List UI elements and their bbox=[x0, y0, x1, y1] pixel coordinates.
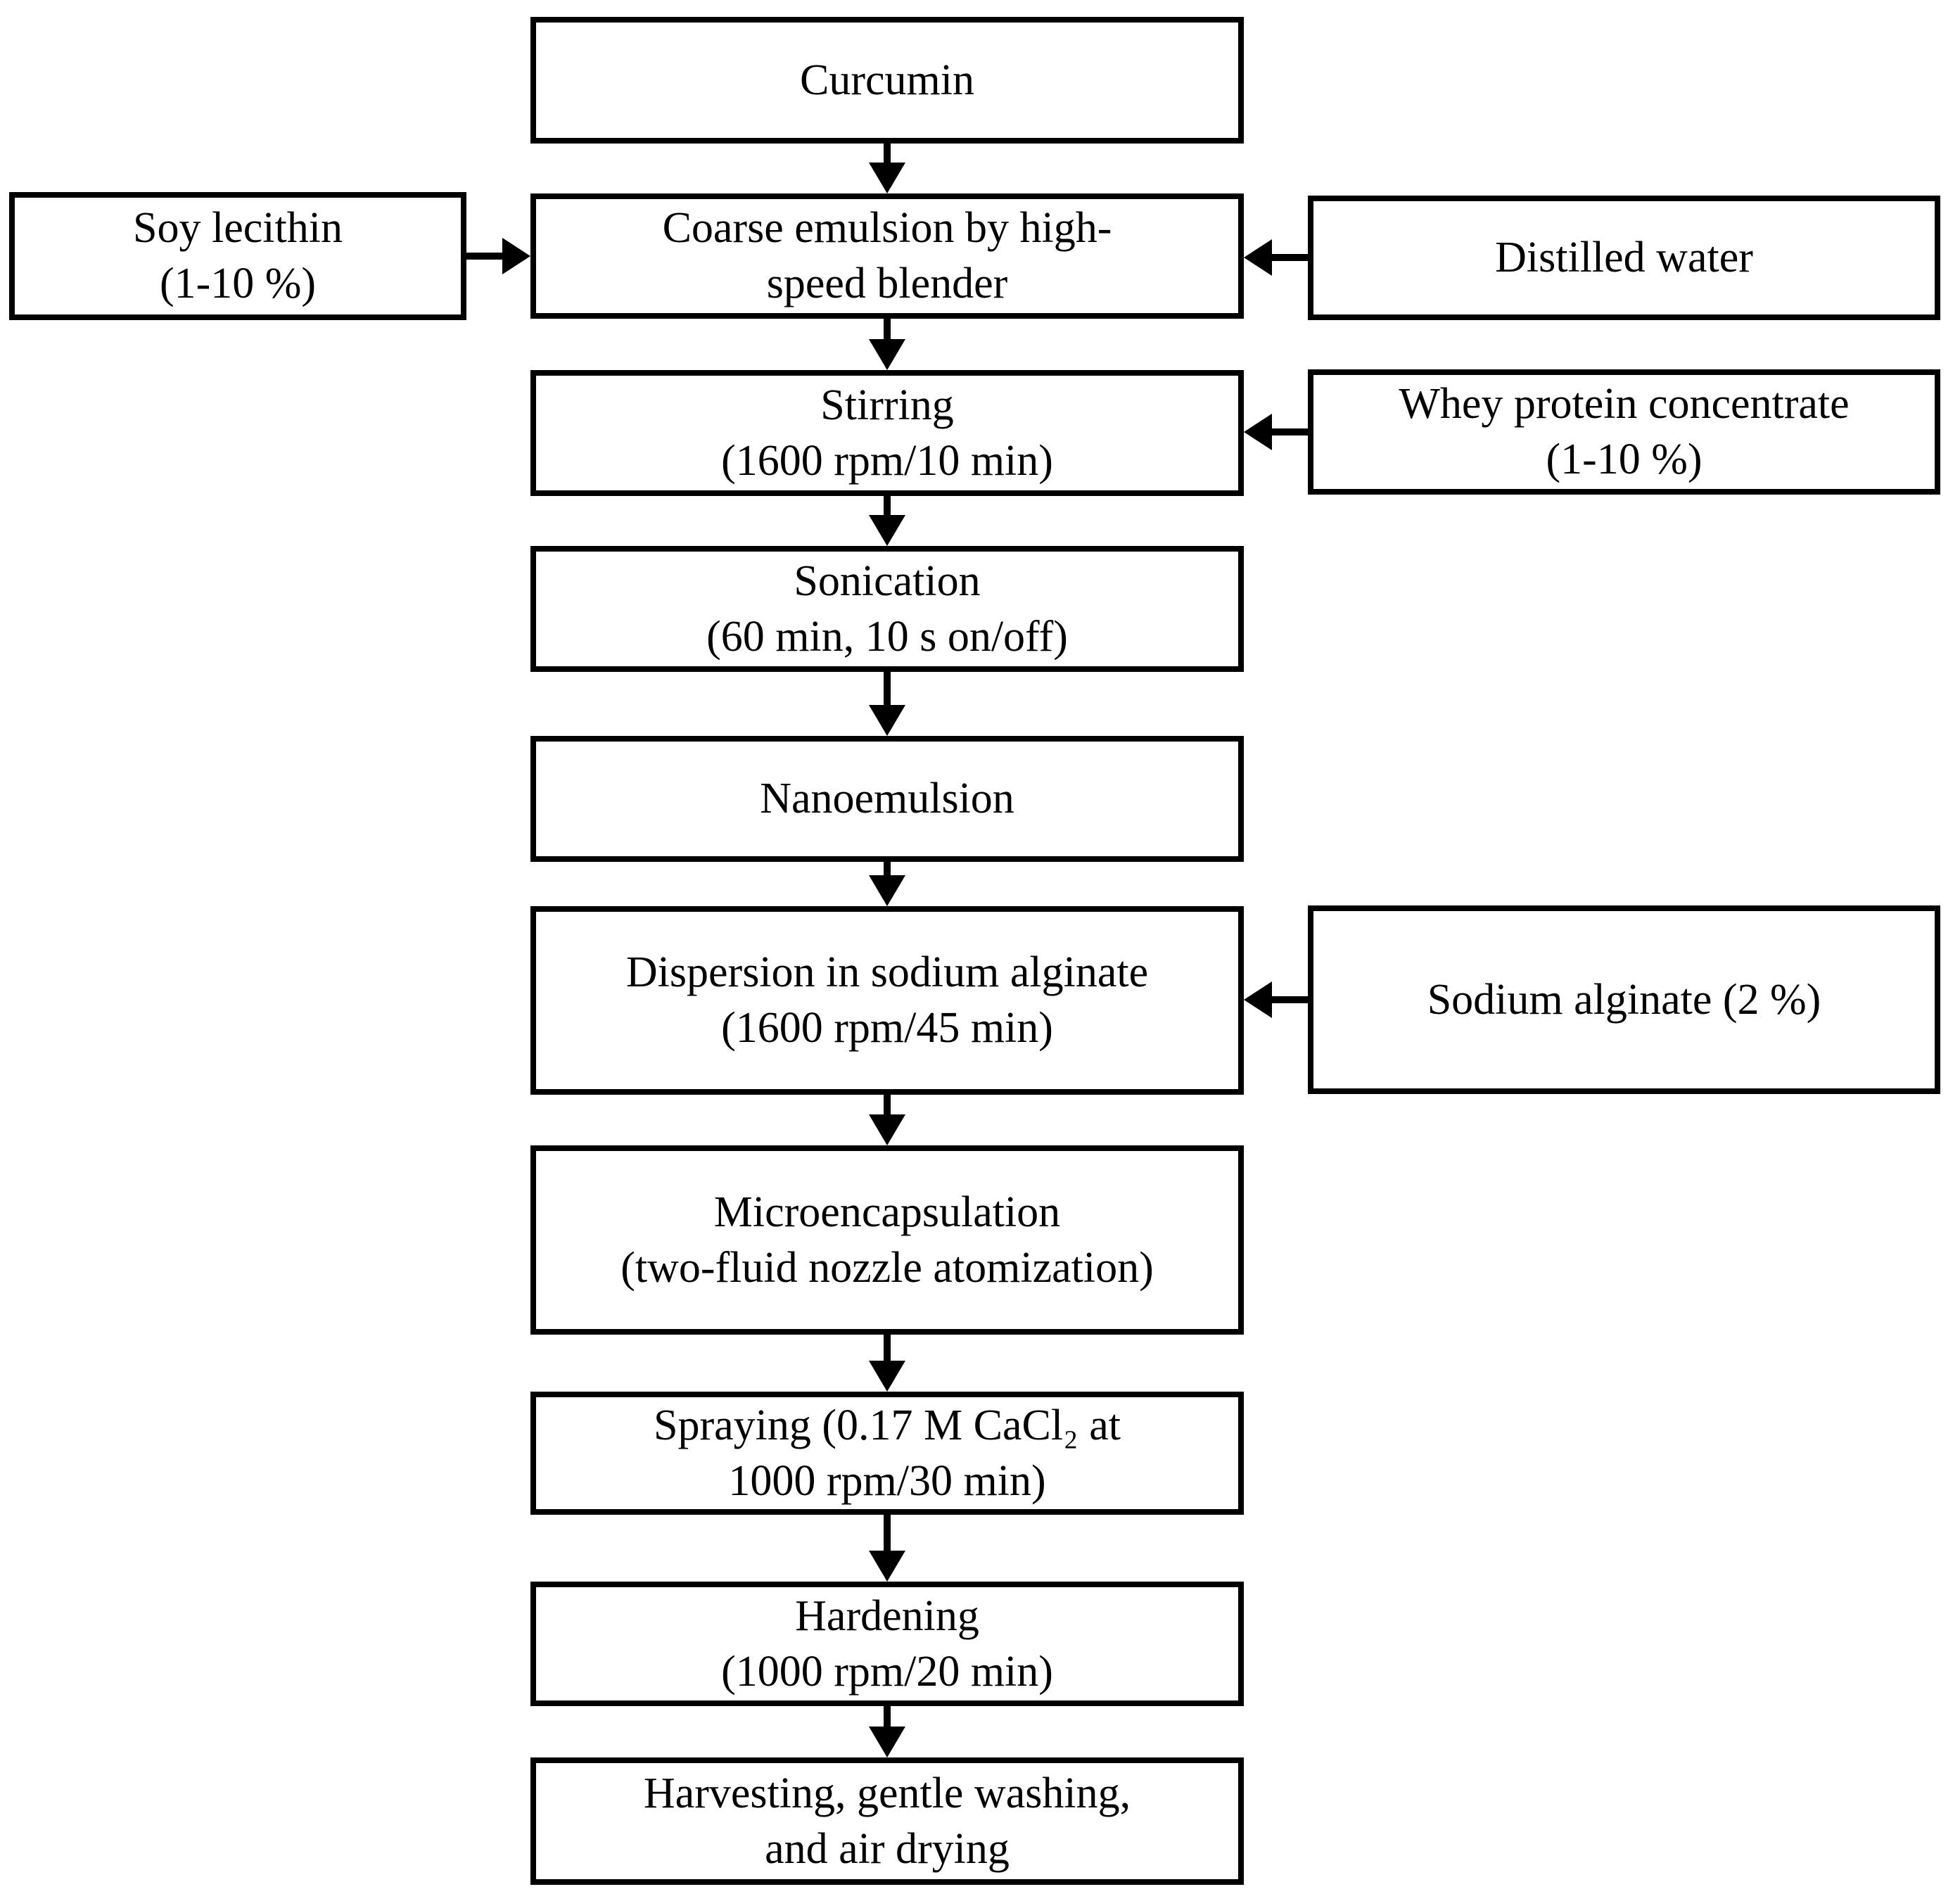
flow-box-label: Nanoemulsion bbox=[760, 775, 1014, 823]
arrow-head-left-icon bbox=[1244, 239, 1272, 276]
input-box-label: Soy lecithin (1-10 %) bbox=[133, 204, 343, 307]
arrow-shaft bbox=[884, 319, 891, 339]
arrow-shaft bbox=[884, 1095, 891, 1114]
arrow-shaft bbox=[1272, 254, 1308, 261]
arrow-dispersion-to-microencapsulation bbox=[869, 1095, 905, 1145]
arrow-shaft bbox=[1272, 428, 1308, 435]
input-box-label: Distilled water bbox=[1495, 234, 1753, 282]
input-box-label: Whey protein concentrate (1-10 %) bbox=[1399, 380, 1850, 483]
input-box-distilled-water: Distilled water bbox=[1308, 196, 1940, 320]
flow-box-label: Stirring (1600 rpm/10 min) bbox=[721, 381, 1053, 485]
flow-box-stirring: Stirring (1600 rpm/10 min) bbox=[530, 370, 1244, 496]
arrow-head-down-icon bbox=[869, 1727, 905, 1757]
flow-box-sonication: Sonication (60 min, 10 s on/off) bbox=[530, 546, 1244, 672]
arrow-shaft bbox=[466, 253, 502, 260]
flow-box-spraying: Spraying (0.17 M CaCl₂ at 1000 rpm/30 mi… bbox=[530, 1392, 1244, 1515]
input-box-soy-lecithin: Soy lecithin (1-10 %) bbox=[9, 192, 466, 320]
arrow-head-down-icon bbox=[869, 515, 905, 546]
arrow-shaft bbox=[884, 672, 891, 705]
flow-box-label: Hardening (1000 rpm/20 min) bbox=[721, 1591, 1053, 1696]
flow-box-curcumin: Curcumin bbox=[530, 17, 1244, 144]
flow-box-hardening: Hardening (1000 rpm/20 min) bbox=[530, 1582, 1244, 1706]
arrow-nanoemulsion-to-dispersion bbox=[869, 862, 905, 906]
flow-box-label: Curcumin bbox=[800, 56, 974, 104]
arrow-shaft bbox=[884, 496, 891, 515]
arrow-shaft bbox=[884, 1706, 891, 1727]
arrow-hardening-to-harvesting bbox=[869, 1706, 905, 1757]
input-box-whey-protein: Whey protein concentrate (1-10 %) bbox=[1308, 369, 1940, 495]
flow-box-label: Harvesting, gentle washing, and air dryi… bbox=[643, 1769, 1131, 1873]
arrow-head-down-icon bbox=[869, 163, 905, 193]
arrow-shaft bbox=[884, 862, 891, 875]
arrow-microencapsulation-to-spraying bbox=[869, 1335, 905, 1392]
arrow-head-down-icon bbox=[869, 1551, 905, 1582]
arrow-curcumin-to-coarse-emulsion bbox=[869, 144, 905, 193]
arrow-head-left-icon bbox=[1244, 981, 1272, 1018]
flow-box-microencapsulation: Microencapsulation (two-fluid nozzle ato… bbox=[530, 1145, 1244, 1335]
arrow-sodium-alginate-to-dispersion bbox=[1244, 981, 1308, 1018]
arrow-head-left-icon bbox=[1244, 414, 1272, 450]
flow-box-label: Microencapsulation (two-fluid nozzle ato… bbox=[621, 1188, 1154, 1292]
arrow-distilled-water-to-coarse-emulsion bbox=[1244, 239, 1308, 276]
arrow-head-down-icon bbox=[869, 705, 905, 736]
arrow-spraying-to-hardening bbox=[869, 1515, 905, 1582]
arrow-head-down-icon bbox=[869, 339, 905, 370]
input-box-sodium-alginate: Sodium alginate (2 %) bbox=[1308, 905, 1940, 1094]
arrow-sonication-to-nanoemulsion bbox=[869, 672, 905, 736]
flow-box-dispersion: Dispersion in sodium alginate (1600 rpm/… bbox=[530, 906, 1244, 1095]
arrow-shaft bbox=[884, 1335, 891, 1361]
flow-box-label: Coarse emulsion by high- speed blender bbox=[662, 204, 1112, 307]
arrow-head-down-icon bbox=[869, 1114, 905, 1145]
arrow-shaft bbox=[1272, 996, 1308, 1003]
arrow-whey-protein-to-stirring bbox=[1244, 414, 1308, 450]
flow-box-label: Spraying (0.17 M CaCl₂ at 1000 rpm/30 mi… bbox=[654, 1401, 1121, 1505]
flow-box-label: Sonication (60 min, 10 s on/off) bbox=[706, 557, 1068, 661]
arrow-head-down-icon bbox=[869, 1361, 905, 1392]
flow-box-coarse-emulsion: Coarse emulsion by high- speed blender bbox=[530, 193, 1244, 319]
arrow-shaft bbox=[884, 1515, 891, 1551]
flow-box-nanoemulsion: Nanoemulsion bbox=[530, 736, 1244, 862]
arrow-soy-lecithin-to-coarse-emulsion bbox=[466, 238, 530, 274]
arrow-head-down-icon bbox=[869, 875, 905, 906]
flow-box-harvesting: Harvesting, gentle washing, and air dryi… bbox=[530, 1757, 1244, 1885]
arrow-coarse-emulsion-to-stirring bbox=[869, 319, 905, 370]
arrow-shaft bbox=[884, 144, 891, 163]
arrow-stirring-to-sonication bbox=[869, 496, 905, 546]
flow-box-label: Dispersion in sodium alginate (1600 rpm/… bbox=[625, 948, 1149, 1052]
arrow-head-right-icon bbox=[502, 238, 530, 274]
input-box-label: Sodium alginate (2 %) bbox=[1427, 975, 1821, 1024]
